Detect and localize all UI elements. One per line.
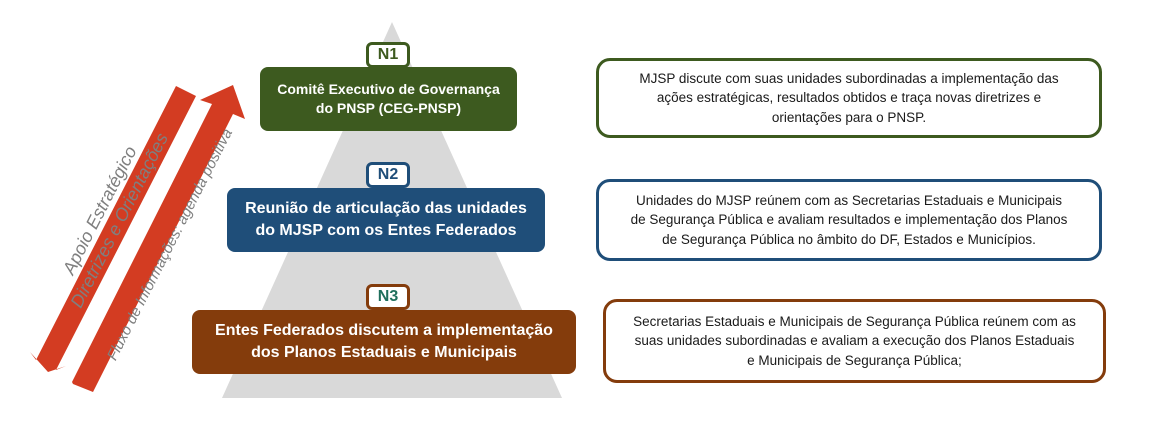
badge-n1: N1 xyxy=(366,42,410,68)
level-n2-description: Unidades do MJSP reúnem com as Secretari… xyxy=(596,179,1102,261)
level-n3-box: Entes Federados discutem a implementação… xyxy=(192,310,576,374)
level-n1-description: MJSP discute com suas unidades subordina… xyxy=(596,58,1102,138)
level-n1-box: Comitê Executivo de Governança do PNSP (… xyxy=(260,67,517,131)
level-n2-desc-line3: de Segurança Pública no âmbito do DF, Es… xyxy=(662,231,1036,247)
level-n2-desc-line2: de Segurança Pública e avaliam resultado… xyxy=(630,212,1068,228)
arrow-down-apoio xyxy=(30,86,196,372)
level-n1-title-line1: Comitê Executivo de Governança xyxy=(277,81,500,98)
level-n1-desc-line3: orientações para o PNSP. xyxy=(771,109,927,125)
level-n3-desc-line1: Secretarias Estaduais e Municipais de Se… xyxy=(633,313,1076,329)
level-n2-title-line1: Reunião de articulação das unidades xyxy=(245,200,527,218)
level-n2-title-line2: do MJSP com os Entes Federados xyxy=(255,222,517,239)
level-n3-title-line2: dos Planos Estaduais e Municipais xyxy=(251,344,517,361)
level-n2-box: Reunião de articulação das unidades do M… xyxy=(227,188,545,252)
badge-n3: N3 xyxy=(366,284,410,310)
badge-n2: N2 xyxy=(366,162,410,188)
level-n1-title-line2: do PNSP (CEG-PNSP) xyxy=(315,100,462,116)
level-n1-desc-line1: MJSP discute com suas unidades subordina… xyxy=(639,70,1059,86)
level-n3-title-line1: Entes Federados discutem a implementação xyxy=(215,322,553,340)
level-n1-desc-line2: ações estratégicas, resultados obtidos e… xyxy=(656,90,1042,106)
level-n3-desc-line3: e Municipais de Segurança Pública; xyxy=(747,352,962,368)
level-n3-desc-line2: suas unidades subordinadas e avaliam a e… xyxy=(634,333,1075,349)
arrow-up-fluxo xyxy=(72,85,245,392)
level-n2-desc-line1: Unidades do MJSP reúnem com as Secretari… xyxy=(636,192,1062,208)
level-n3-description: Secretarias Estaduais e Municipais de Se… xyxy=(603,299,1106,383)
